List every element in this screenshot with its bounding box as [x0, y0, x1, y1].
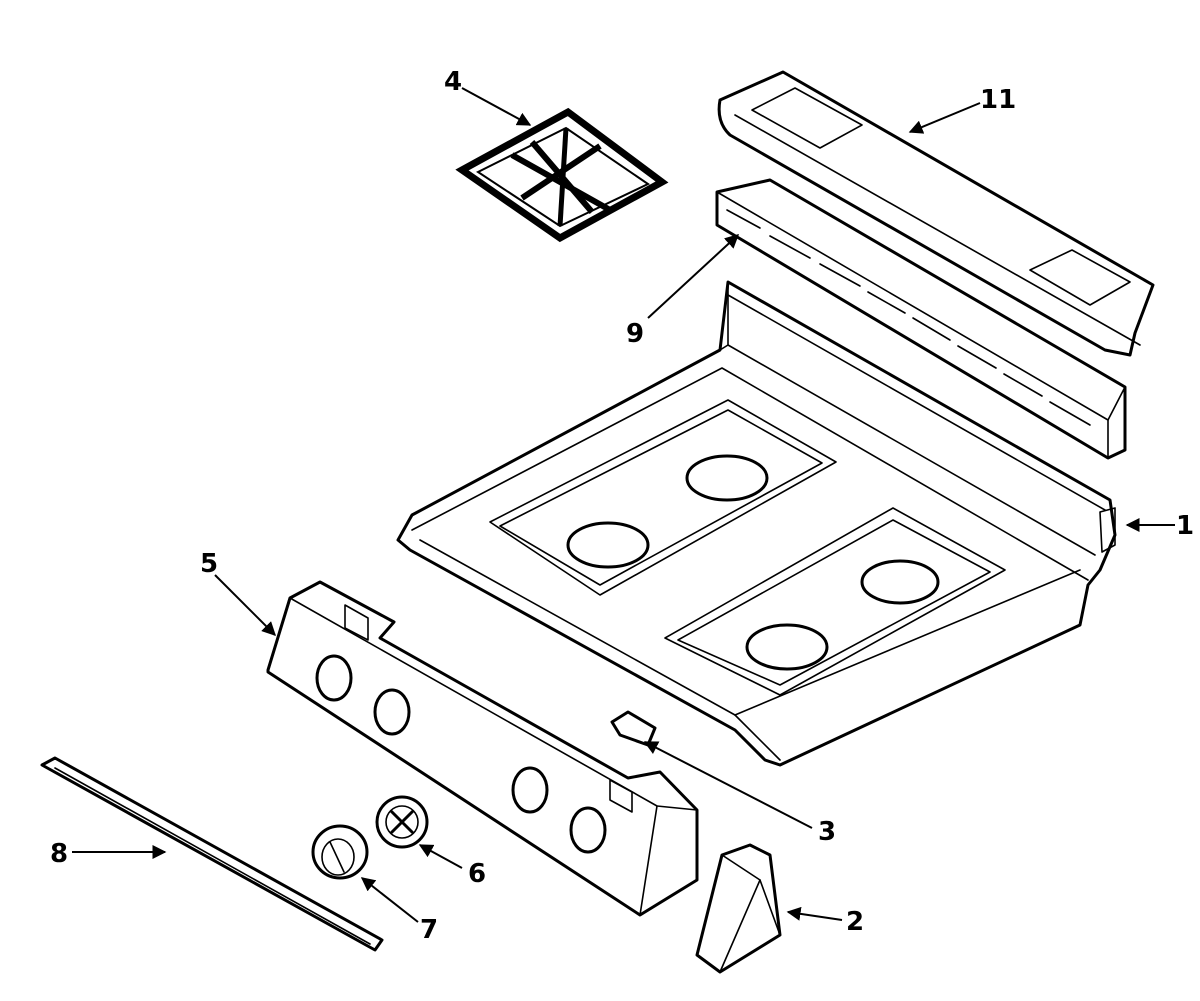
callout-4: 4	[444, 67, 462, 97]
callout-1: 1	[1176, 511, 1194, 541]
leader-6	[418, 844, 463, 869]
part-8-trim-strip	[40, 756, 384, 952]
callout-2: 2	[846, 907, 864, 937]
part-2-end-cap	[695, 843, 782, 974]
part-9-back-panel	[715, 178, 1127, 460]
leader-lines	[72, 87, 1175, 923]
callout-7: 7	[420, 915, 438, 945]
leader-3	[643, 741, 813, 829]
part-7-knob	[311, 824, 369, 880]
callout-5: 5	[200, 549, 218, 579]
part-11-top-trim	[717, 70, 1155, 357]
part-5-control-panel	[266, 580, 699, 917]
callout-11: 11	[980, 85, 1016, 115]
callout-9: 9	[626, 319, 644, 349]
leader-7	[360, 877, 419, 923]
leader-4	[461, 87, 532, 126]
callout-6: 6	[468, 859, 486, 889]
callout-labels: 4 11 9 1 5 3 6 7 8 2	[50, 67, 1194, 945]
part-3-clip	[610, 710, 657, 747]
leader-11	[908, 102, 981, 134]
leader-9	[647, 234, 740, 319]
callout-3: 3	[818, 817, 836, 847]
part-1-main-top	[396, 280, 1117, 767]
leader-2	[786, 906, 843, 921]
part-4-grate	[455, 107, 669, 243]
part-6-bezel	[375, 795, 429, 849]
callout-8: 8	[50, 839, 68, 869]
leader-5	[214, 574, 276, 636]
